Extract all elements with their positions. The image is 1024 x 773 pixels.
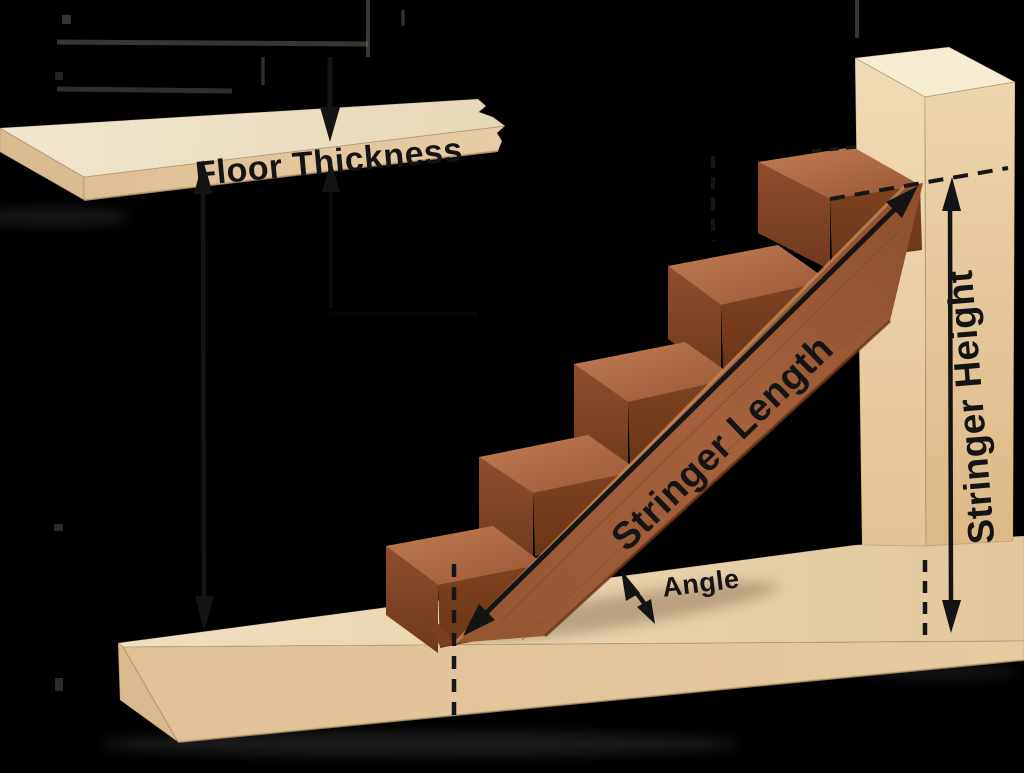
step-5-riser-face [758, 162, 830, 270]
step-5-tread-face [758, 147, 920, 199]
artifact-line [328, 311, 479, 316]
artifact-marks [54, 0, 859, 691]
floor-front-face [122, 640, 1024, 743]
shadow-under-upper-plank [0, 208, 130, 226]
step-2-tread-face [479, 435, 639, 493]
artifact-line [56, 39, 369, 47]
floor-thickness-arrow-down [320, 57, 340, 142]
floor-to-floor-height-arrow [194, 160, 214, 631]
upper-plank-top-face [0, 98, 507, 178]
dashed-line-stringer-top-level [829, 166, 1009, 201]
step-4-riser-face [668, 266, 721, 378]
floor-thickness-arrow-up [322, 161, 340, 192]
artifact-mark [62, 15, 71, 24]
step-4-tread-face [668, 245, 829, 305]
stringer-bottom-edge [543, 319, 892, 638]
stringer-length-arrow [463, 186, 918, 636]
stringer-grain-line [499, 229, 901, 623]
step-3-tread-face [574, 342, 736, 402]
stringer-bottom-end [425, 614, 455, 647]
artifact-mark [55, 72, 63, 80]
upper-floor-plank [0, 98, 507, 201]
dashed-line-top-step-back [811, 145, 857, 153]
step-1-riser-face [386, 546, 438, 653]
artifact-mark [54, 524, 63, 531]
dashed-guides [451, 145, 1009, 716]
stringer-grain-line [521, 304, 886, 641]
artifact-mark [55, 678, 63, 691]
artifact-line [56, 86, 233, 94]
angle-arc-arrow [621, 570, 655, 624]
step-3-riser-face [574, 364, 628, 475]
step-1-tread-face [386, 526, 544, 585]
stringer-height-arrow [942, 177, 961, 633]
